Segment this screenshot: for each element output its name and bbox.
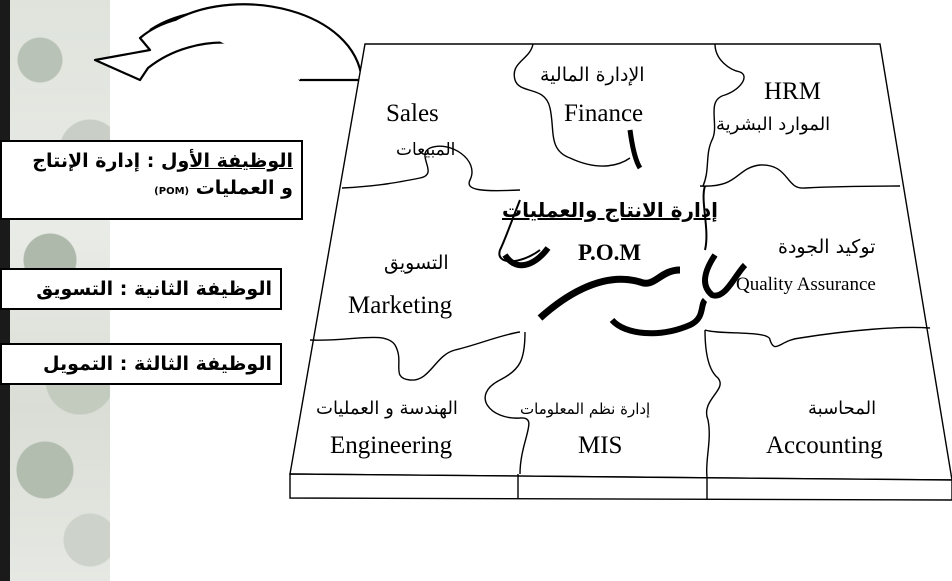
- curved-arrow: [93, 3, 364, 82]
- first-function-abbr: (POM): [154, 186, 190, 197]
- sales-label-en: Sales: [386, 100, 439, 127]
- first-function-box: الوظيفة الأول : إدارة الإنتاج و العمليات…: [0, 140, 303, 220]
- sales-label-ar: المبيعات: [396, 140, 456, 160]
- finance-label-en: Finance: [564, 100, 644, 127]
- pom-label-en: P.O.M: [578, 240, 642, 265]
- mis-label-en: MIS: [578, 432, 623, 459]
- engineering-label-en: Engineering: [330, 432, 453, 459]
- second-function-box: الوظيفة الثانية : التسويق: [0, 268, 282, 310]
- qa-label-ar: توكيد الجودة: [778, 236, 876, 258]
- third-function-box: الوظيفة الثالثة : التمويل: [0, 343, 282, 385]
- mis-label-ar: إدارة نظم المعلومات: [520, 400, 651, 418]
- accounting-label-en: Accounting: [766, 432, 883, 459]
- engineering-label-ar: الهندسة و العمليات: [316, 398, 458, 419]
- finance-label-ar: الإدارة المالية: [540, 64, 645, 86]
- accounting-label-ar: المحاسبة: [808, 398, 877, 419]
- qa-label-en: Quality Assurance: [736, 274, 876, 295]
- hrm-label-ar: الموارد البشرية: [716, 114, 831, 135]
- first-function-title: : إدارة الإنتاج: [32, 150, 155, 172]
- puzzle-board: [289, 43, 952, 501]
- pom-label-ar: إدارة الانتاج والعمليات: [502, 198, 718, 222]
- hrm-label-en: HRM: [764, 78, 821, 105]
- pom-center-piece: [498, 129, 748, 337]
- marketing-label-en: Marketing: [348, 292, 453, 319]
- first-function-prefix: الوظيفة الأول: [161, 150, 293, 172]
- first-function-line2: و العمليات: [195, 177, 293, 199]
- marketing-label-ar: التسويق: [384, 252, 449, 274]
